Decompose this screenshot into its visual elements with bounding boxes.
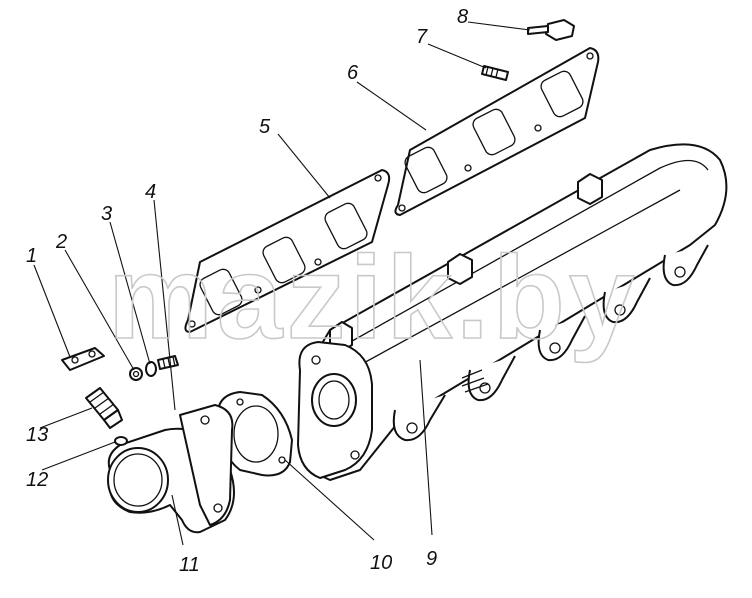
callout-3: 3	[101, 203, 112, 225]
stud-bolt	[481, 65, 509, 81]
o-ring	[114, 436, 128, 446]
callout-8: 8	[457, 6, 468, 28]
callout-10: 10	[370, 552, 392, 574]
lock-plate	[61, 347, 105, 371]
callout-12: 12	[26, 469, 48, 491]
callout-9: 9	[426, 548, 437, 570]
sleeve	[145, 361, 157, 377]
watermark-text: mazik.by	[108, 232, 638, 364]
hex-nut	[129, 367, 143, 381]
temperature-sensor	[85, 387, 123, 429]
callout-1: 1	[26, 245, 37, 267]
callout-5: 5	[259, 116, 271, 138]
manifold-gasket-left	[184, 169, 391, 333]
exhaust-manifold	[297, 143, 728, 481]
callout-labels: 1 2 3 4 5 6 7 8 9 10 11 12 13	[26, 6, 468, 576]
callout-7: 7	[416, 26, 428, 48]
manifold-gasket-right	[394, 47, 600, 216]
callout-2: 2	[55, 231, 67, 253]
hex-bolt	[527, 19, 575, 41]
callout-13: 13	[26, 424, 48, 446]
exhaust-elbow-pipe	[107, 404, 235, 534]
leader-lines	[33, 21, 531, 546]
callout-11: 11	[179, 554, 200, 576]
callout-4: 4	[145, 181, 156, 203]
callout-6: 6	[347, 62, 359, 84]
